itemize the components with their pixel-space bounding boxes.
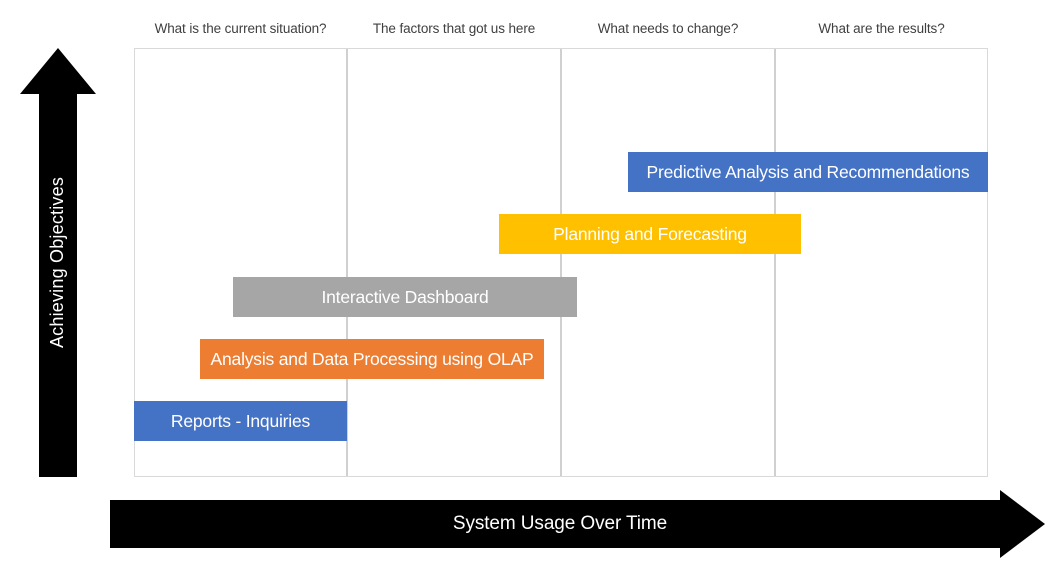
bar-interactive-dashboard[interactable]: Interactive Dashboard: [233, 277, 577, 317]
bar-reports-inquiries[interactable]: Reports - Inquiries: [134, 401, 347, 441]
column-header-0: What is the current situation?: [154, 21, 327, 36]
bar-label: Planning and Forecasting: [553, 223, 747, 244]
grid-divider-2: [560, 49, 562, 476]
bar-label: Analysis and Data Processing using OLAP: [210, 348, 534, 369]
grid-divider-1: [346, 49, 348, 476]
y-axis-arrow: Achieving Objectives: [20, 48, 96, 477]
bar-planning-forecasting[interactable]: Planning and Forecasting: [499, 214, 801, 254]
plot-grid: [134, 48, 988, 477]
grid-divider-3: [774, 49, 776, 476]
right-arrow-icon: [110, 490, 1045, 558]
column-header-1: The factors that got us here: [372, 21, 536, 36]
column-header-3: What are the results?: [818, 21, 945, 36]
column-header-2: What needs to change?: [597, 21, 739, 36]
bar-predictive-analysis[interactable]: Predictive Analysis and Recommendations: [628, 152, 988, 192]
bar-label: Reports - Inquiries: [170, 410, 311, 431]
bar-label: Interactive Dashboard: [321, 286, 489, 307]
x-axis-arrow: System Usage Over Time: [110, 490, 1045, 558]
up-arrow-icon: [20, 48, 96, 477]
bar-label: Predictive Analysis and Recommendations: [646, 161, 970, 182]
bar-analysis-data-processing[interactable]: Analysis and Data Processing using OLAP: [200, 339, 544, 379]
